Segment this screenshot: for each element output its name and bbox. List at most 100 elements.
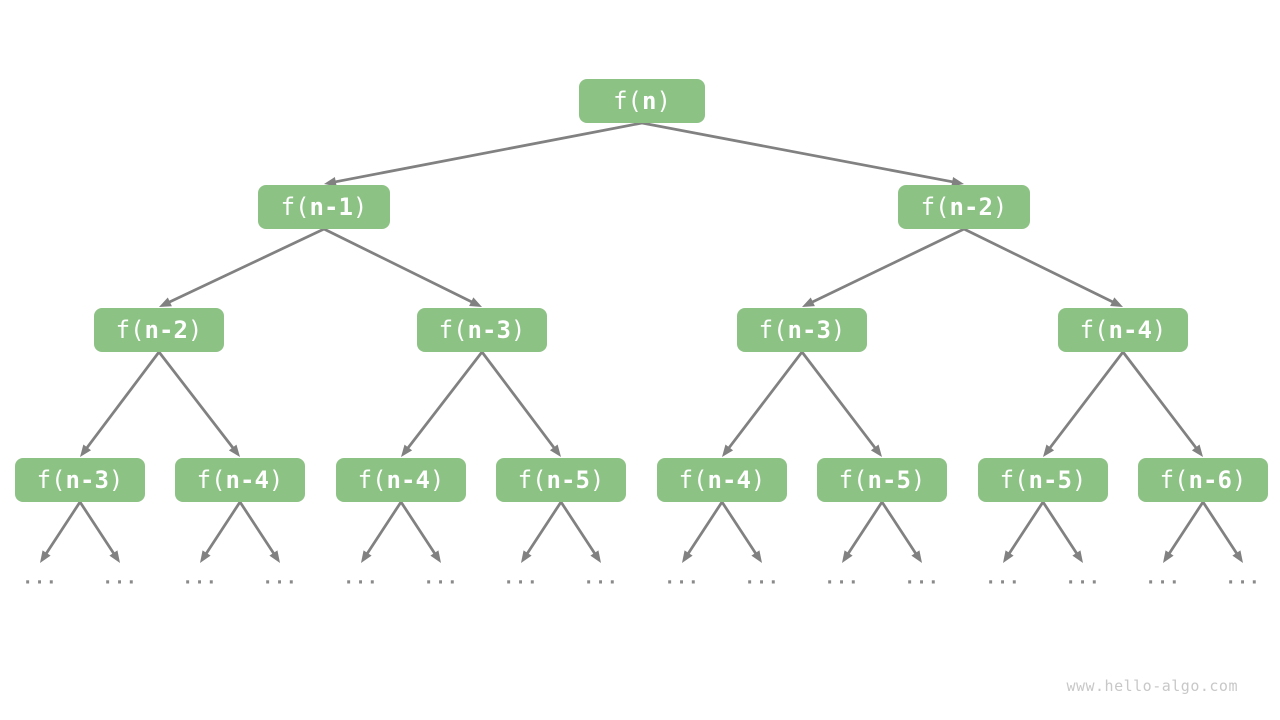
ellipsis-leaf-e1: ... bbox=[22, 567, 58, 589]
edge-arrowhead bbox=[269, 550, 280, 563]
ellipsis-leaf-e5: ... bbox=[343, 567, 379, 589]
tree-node-n3b: f(n-4) bbox=[175, 458, 305, 502]
edge-line bbox=[332, 121, 643, 184]
node-label-prefix: f( bbox=[999, 466, 1029, 494]
edge-arrowhead bbox=[1232, 550, 1243, 563]
edge-line bbox=[1006, 501, 1045, 557]
node-label-suffix: ) bbox=[1151, 316, 1167, 344]
node-label-arg: n-5 bbox=[1028, 466, 1072, 494]
node-label-prefix: f( bbox=[115, 316, 145, 344]
watermark: www.hello-algo.com bbox=[1066, 677, 1238, 695]
node-label-arg: n-1 bbox=[309, 193, 353, 221]
edge-line bbox=[720, 501, 759, 557]
node-label-arg: n-4 bbox=[225, 466, 269, 494]
edge-arrowhead bbox=[682, 550, 693, 563]
edge-line bbox=[157, 351, 236, 451]
edge-arrowhead bbox=[1163, 550, 1174, 563]
edge-line bbox=[559, 501, 598, 557]
node-label-suffix: ) bbox=[750, 466, 766, 494]
ellipsis-leaf-e7: ... bbox=[503, 567, 539, 589]
edge-arrowhead bbox=[200, 550, 211, 563]
node-label-arg: n-4 bbox=[386, 466, 430, 494]
edge-arrowhead bbox=[361, 550, 372, 563]
node-label-suffix: ) bbox=[656, 87, 671, 115]
tree-node-n3e: f(n-4) bbox=[657, 458, 787, 502]
node-label-arg: n-2 bbox=[144, 316, 188, 344]
tree-node-n2a: f(n-2) bbox=[94, 308, 224, 352]
ellipsis-leaf-e2: ... bbox=[102, 567, 138, 589]
edge-arrowhead bbox=[401, 444, 413, 457]
node-label-prefix: f( bbox=[36, 466, 66, 494]
edge-line bbox=[84, 351, 161, 451]
node-label-prefix: f( bbox=[357, 466, 387, 494]
edge-arrowhead bbox=[80, 444, 92, 457]
edge-line bbox=[963, 227, 1116, 305]
edge-arrowhead bbox=[228, 444, 240, 457]
node-label-prefix: f( bbox=[438, 316, 468, 344]
node-label-arg: n-5 bbox=[867, 466, 911, 494]
edge-arrowhead bbox=[870, 444, 882, 457]
edge-line bbox=[323, 227, 475, 305]
edge-line bbox=[800, 351, 878, 451]
node-label-prefix: f( bbox=[838, 466, 868, 494]
tree-node-n0: f(n) bbox=[579, 79, 705, 123]
tree-node-n2b: f(n-3) bbox=[417, 308, 547, 352]
tree-node-n3h: f(n-6) bbox=[1138, 458, 1268, 502]
tree-node-n2d: f(n-4) bbox=[1058, 308, 1188, 352]
node-label-prefix: f( bbox=[280, 193, 310, 221]
edge-arrowhead bbox=[521, 550, 532, 563]
node-label-suffix: ) bbox=[429, 466, 445, 494]
ellipsis-leaf-e12: ... bbox=[904, 567, 940, 589]
edge-arrowhead bbox=[1043, 444, 1055, 457]
edge-line bbox=[399, 501, 438, 557]
node-label-arg: n-2 bbox=[949, 193, 993, 221]
edge-arrowhead bbox=[159, 297, 172, 307]
ellipsis-leaf-e14: ... bbox=[1065, 567, 1101, 589]
node-label-prefix: f( bbox=[196, 466, 226, 494]
edge-arrowhead bbox=[40, 550, 51, 563]
node-label-suffix: ) bbox=[510, 316, 526, 344]
edge-line bbox=[203, 501, 242, 557]
edge-line bbox=[1047, 351, 1125, 451]
node-label-arg: n-3 bbox=[65, 466, 109, 494]
node-label-prefix: f( bbox=[920, 193, 950, 221]
tree-node-n2c: f(n-3) bbox=[737, 308, 867, 352]
node-label-prefix: f( bbox=[1079, 316, 1109, 344]
node-label-suffix: ) bbox=[108, 466, 124, 494]
edge-arrowhead bbox=[549, 444, 561, 457]
ellipsis-leaf-e9: ... bbox=[664, 567, 700, 589]
node-label-suffix: ) bbox=[589, 466, 605, 494]
edge-line bbox=[1166, 501, 1205, 557]
edge-arrowhead bbox=[109, 550, 120, 563]
ellipsis-leaf-e16: ... bbox=[1225, 567, 1261, 589]
edge-arrowhead bbox=[1003, 550, 1014, 563]
node-label-suffix: ) bbox=[352, 193, 368, 221]
tree-node-n3g: f(n-5) bbox=[978, 458, 1108, 502]
edge-line bbox=[809, 227, 965, 305]
edge-line bbox=[880, 501, 919, 557]
edge-line bbox=[480, 351, 557, 451]
edge-line bbox=[78, 501, 117, 557]
node-label-arg: n-3 bbox=[787, 316, 831, 344]
node-label-prefix: f( bbox=[517, 466, 547, 494]
edge-arrowhead bbox=[911, 550, 922, 563]
node-label-arg: n-4 bbox=[707, 466, 751, 494]
tree-node-n3f: f(n-5) bbox=[817, 458, 947, 502]
node-label-suffix: ) bbox=[830, 316, 846, 344]
edge-arrowhead bbox=[1072, 550, 1083, 563]
node-label-prefix: f( bbox=[758, 316, 788, 344]
edge-line bbox=[845, 501, 884, 557]
edge-line bbox=[685, 501, 724, 557]
edge-line bbox=[43, 501, 82, 557]
node-label-arg: n-6 bbox=[1188, 466, 1232, 494]
edge-arrowhead bbox=[951, 177, 964, 187]
node-label-arg: n-4 bbox=[1108, 316, 1152, 344]
edge-line bbox=[726, 351, 804, 451]
node-label-suffix: ) bbox=[992, 193, 1008, 221]
edge-arrowhead bbox=[722, 444, 734, 457]
ellipsis-leaf-e8: ... bbox=[583, 567, 619, 589]
ellipsis-leaf-e15: ... bbox=[1145, 567, 1181, 589]
edge-line bbox=[364, 501, 403, 557]
edge-arrowhead bbox=[802, 297, 815, 307]
